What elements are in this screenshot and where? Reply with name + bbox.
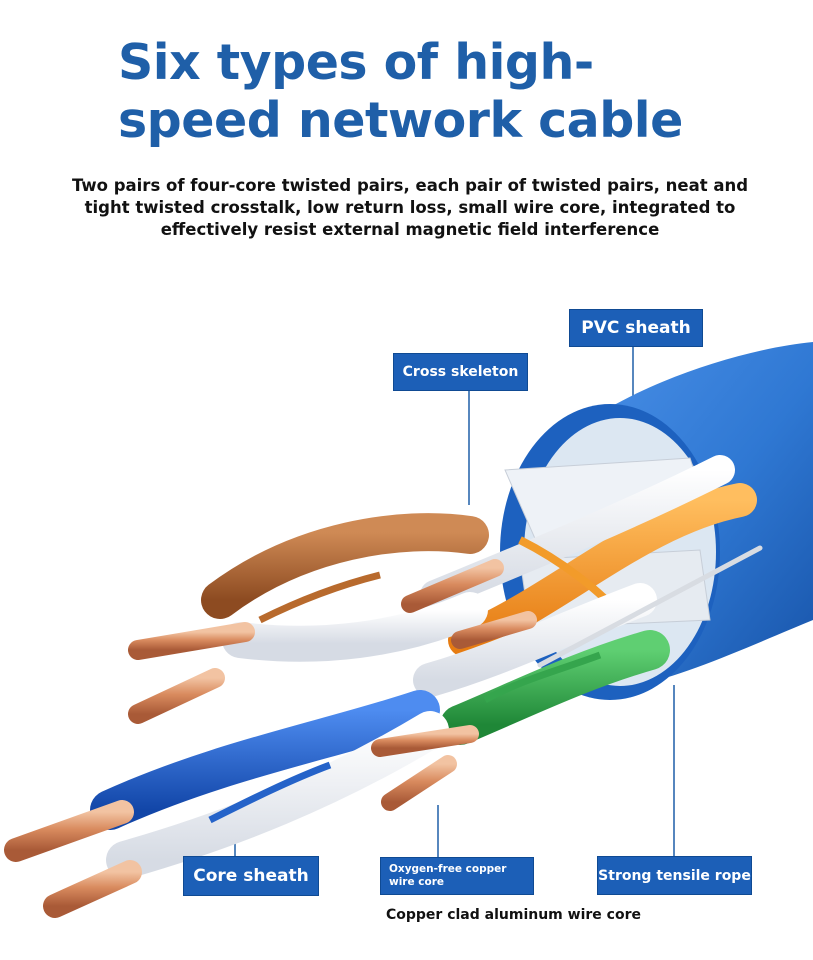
strong-tensile-rope-label: Strong tensile rope xyxy=(597,856,752,895)
cross-skeleton-label-text: Cross skeleton xyxy=(402,364,519,380)
green-wire-pair xyxy=(413,583,670,745)
pvc-sheath-label: PVC sheath xyxy=(569,309,703,347)
pvc-sheath-label-text: PVC sheath xyxy=(581,318,691,338)
core-sheath-label-text: Core sheath xyxy=(193,866,309,886)
copper-wire-ends xyxy=(4,559,537,918)
oxygen-free-copper-label-text: Oxygen-free copper wire core xyxy=(389,863,507,888)
copper-clad-aluminum-caption: Copper clad aluminum wire core xyxy=(386,907,641,923)
page-description: Two pairs of four-core twisted pairs, ea… xyxy=(71,176,749,239)
page-title: Six types of high-speed network cable xyxy=(118,34,683,149)
oxygen-free-copper-label: Oxygen-free copper wire core xyxy=(380,857,534,895)
cross-skeleton-label: Cross skeleton xyxy=(393,353,528,391)
blue-wire-pair xyxy=(90,690,449,879)
tensile-rope xyxy=(537,545,763,668)
core-sheath-label: Core sheath xyxy=(183,856,319,896)
brown-wire-pair xyxy=(201,513,489,662)
strong-tensile-rope-label-text: Strong tensile rope xyxy=(598,867,751,884)
